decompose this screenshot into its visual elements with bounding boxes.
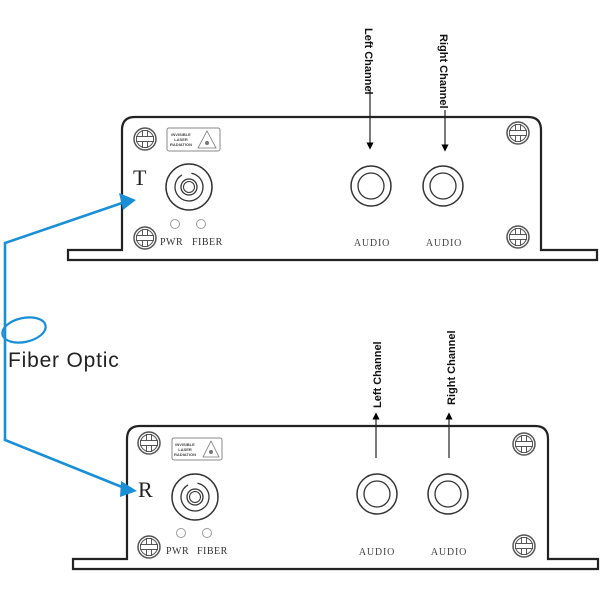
- audio-label-left: AUDIO: [359, 547, 395, 558]
- screw-icon: [506, 225, 530, 249]
- screw-icon: [137, 431, 161, 455]
- pwr-led: [170, 219, 180, 229]
- fiber-cable-line: [3, 201, 123, 489]
- svg-text:RADIATION: RADIATION: [170, 142, 192, 147]
- pwr-led: [176, 528, 186, 538]
- laser-warning-icon: [202, 440, 220, 458]
- laser-warning-label: INVISIBLE LASER RADIATION: [171, 437, 223, 461]
- svg-text:INVISIBLE: INVISIBLE: [175, 442, 195, 447]
- audio-port-right: [427, 473, 469, 515]
- pwr-label: PWR: [160, 237, 183, 248]
- right-channel-label: Right Channel: [437, 34, 449, 109]
- screw-icon: [133, 226, 157, 250]
- fiber-connector: [171, 473, 219, 521]
- fiber-led: [196, 219, 206, 229]
- screw-icon: [506, 121, 530, 145]
- screw-icon: [137, 535, 161, 559]
- screw-icon: [512, 432, 536, 456]
- arrow-to-transmitter-icon: [119, 193, 136, 210]
- laser-warning-icon: [197, 130, 217, 149]
- audio-port-left: [356, 473, 398, 515]
- unit-letter: R: [138, 477, 153, 502]
- fiber-label: FIBER: [192, 237, 223, 248]
- left-channel-label: Left Channel: [362, 28, 374, 95]
- svg-text:INVISIBLE: INVISIBLE: [171, 132, 191, 137]
- audio-label-right: AUDIO: [426, 238, 462, 249]
- audio-port-right: [422, 165, 464, 207]
- left-channel-label: Left Channel: [372, 341, 384, 408]
- right-channel-label: Right Channel: [446, 330, 458, 405]
- receiver-unit: R INVISIBLE LASER RADIATION PWR FIBER A: [71, 330, 600, 571]
- pwr-label: PWR: [166, 546, 189, 557]
- audio-port-left: [350, 165, 392, 207]
- audio-label-right: AUDIO: [431, 547, 467, 558]
- transmitter-unit: T INVISIBLE LASER RADIATION PWR FIBER A: [66, 28, 599, 262]
- screw-icon: [133, 127, 157, 151]
- arrow-to-receiver-icon: [120, 481, 137, 497]
- fiber-connector: [165, 163, 213, 211]
- laser-warning-label: INVISIBLE LASER RADIATION: [166, 127, 221, 152]
- fiber-loop-icon: [1, 316, 47, 344]
- screw-icon: [512, 534, 536, 558]
- fiber-led: [202, 528, 212, 538]
- fiber-optic-link: Fiber Optic: [1, 193, 137, 497]
- fiber-label: FIBER: [197, 546, 228, 557]
- svg-text:LASER: LASER: [178, 447, 192, 452]
- svg-text:RADIATION: RADIATION: [174, 452, 196, 457]
- svg-text:LASER: LASER: [174, 137, 188, 142]
- unit-letter: T: [133, 165, 147, 190]
- audio-label-left: AUDIO: [354, 238, 390, 249]
- fiber-optic-label: Fiber Optic: [8, 349, 120, 372]
